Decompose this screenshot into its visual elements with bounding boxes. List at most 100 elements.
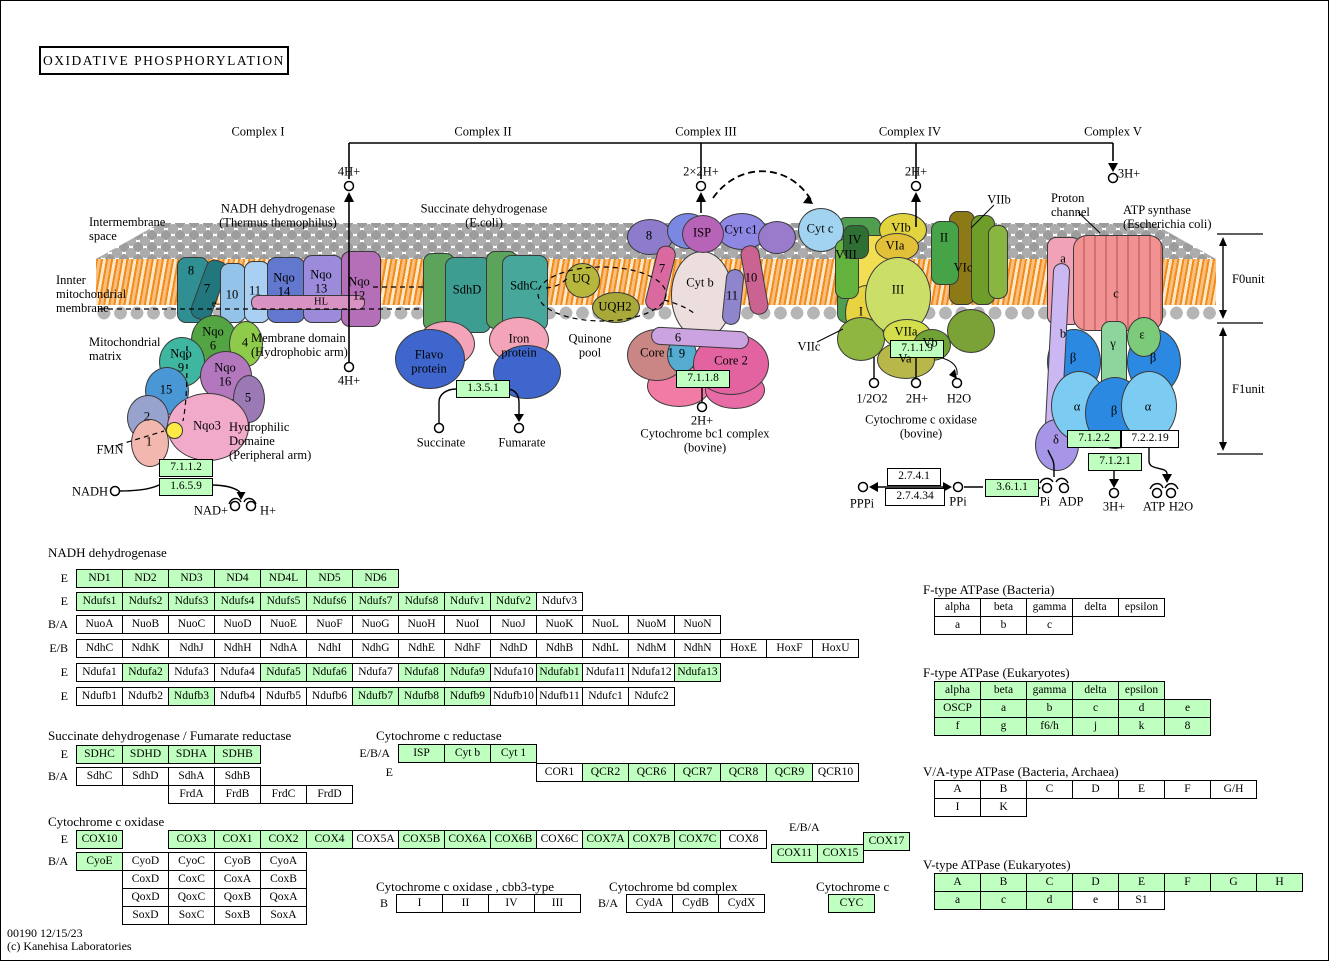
gene-k[interactable]: k [1118, 717, 1165, 736]
gene-QCR9[interactable]: QCR9 [766, 763, 813, 782]
gene-FrdD[interactable]: FrdD [306, 785, 353, 804]
gene-Ndufa5[interactable]: Ndufa5 [260, 663, 307, 682]
ec-1.6.5.9[interactable]: 1.6.5.9 [159, 478, 213, 496]
gene-Ndufb2[interactable]: Ndufb2 [122, 687, 169, 706]
gene-delta[interactable]: delta [1072, 681, 1119, 700]
gene-Ndufa13[interactable]: Ndufa13 [674, 663, 721, 682]
gene-Ndufb8[interactable]: Ndufb8 [398, 687, 445, 706]
gene-SoxC[interactable]: SoxC [168, 906, 215, 925]
gene-NdhH[interactable]: NdhH [214, 639, 261, 658]
gene-COX5B[interactable]: COX5B [398, 830, 445, 849]
gene-FrdB[interactable]: FrdB [214, 785, 261, 804]
gene-a[interactable]: a [934, 616, 981, 635]
gene-Ndufs2[interactable]: Ndufs2 [122, 592, 169, 611]
gene-K[interactable]: K [980, 798, 1027, 817]
gene-I[interactable]: I [934, 798, 981, 817]
gene-CoxA[interactable]: CoxA [214, 870, 261, 889]
gene-SoxD[interactable]: SoxD [122, 906, 169, 925]
gene-NdhB[interactable]: NdhB [536, 639, 583, 658]
gene-SdhB[interactable]: SdhB [214, 767, 261, 786]
gene-NdhJ[interactable]: NdhJ [168, 639, 215, 658]
gene-ND3[interactable]: ND3 [168, 569, 215, 588]
gene-COX7C[interactable]: COX7C [674, 830, 721, 849]
gene-Ndufa9[interactable]: Ndufa9 [444, 663, 491, 682]
gene-QoxB[interactable]: QoxB [214, 888, 261, 907]
c4-subunit-via[interactable] [875, 233, 919, 261]
gene-CYC[interactable]: CYC [828, 894, 875, 913]
gene-NuoF[interactable]: NuoF [306, 615, 353, 634]
gene-Ndufa10[interactable]: Ndufa10 [490, 663, 537, 682]
gene-G[interactable]: G [1210, 873, 1257, 892]
c2-flavo-protein-left[interactable] [395, 329, 465, 389]
gene-delta[interactable]: delta [1072, 598, 1119, 617]
gene-8[interactable]: 8 [1164, 717, 1211, 736]
uq-node[interactable] [565, 263, 600, 298]
gene-c[interactable]: c [1072, 699, 1119, 718]
gene-B[interactable]: B [980, 780, 1027, 799]
gene-COR1[interactable]: COR1 [536, 763, 583, 782]
gene-NuoJ[interactable]: NuoJ [490, 615, 537, 634]
gene-HoxF[interactable]: HoxF [766, 639, 813, 658]
gene-NuoK[interactable]: NuoK [536, 615, 583, 634]
gene-Cyt 1[interactable]: Cyt 1 [490, 744, 537, 763]
gene-Ndufv2[interactable]: Ndufv2 [490, 592, 537, 611]
gene-CyoC[interactable]: CyoC [168, 852, 215, 871]
gene-f[interactable]: f [934, 717, 981, 736]
gene-CyoD[interactable]: CyoD [122, 852, 169, 871]
gene-e[interactable]: e [1072, 891, 1119, 910]
gene-F[interactable]: F [1164, 873, 1211, 892]
gene-CydB[interactable]: CydB [672, 894, 719, 913]
gene-CoxD[interactable]: CoxD [122, 870, 169, 889]
gene-Ndufb9[interactable]: Ndufb9 [444, 687, 491, 706]
c4-subunit-iv[interactable] [843, 225, 869, 259]
gene-NuoD[interactable]: NuoD [214, 615, 261, 634]
c4-rod-right2[interactable] [988, 225, 1008, 299]
gene-COX2[interactable]: COX2 [260, 830, 307, 849]
gene-alpha[interactable]: alpha [934, 598, 981, 617]
gene-Ndufa2[interactable]: Ndufa2 [122, 663, 169, 682]
gene-NdhA[interactable]: NdhA [260, 639, 307, 658]
gene-COX7A[interactable]: COX7A [582, 830, 629, 849]
c5-subunit-alpha-right[interactable] [1121, 371, 1177, 441]
gene-Ndufc2[interactable]: Ndufc2 [628, 687, 675, 706]
gene-Ndufs1[interactable]: Ndufs1 [76, 592, 123, 611]
gene-d[interactable]: d [1118, 699, 1165, 718]
c1-subunit-nqo12[interactable] [341, 251, 381, 327]
gene-NdhN[interactable]: NdhN [674, 639, 721, 658]
gene-FrdC[interactable]: FrdC [260, 785, 307, 804]
gene-SdhC[interactable]: SdhC [76, 767, 123, 786]
gene-Ndufb11[interactable]: Ndufb11 [536, 687, 583, 706]
gene-E[interactable]: E [1118, 873, 1165, 892]
gene-d[interactable]: d [1026, 891, 1073, 910]
gene-HoxU[interactable]: HoxU [812, 639, 859, 658]
gene-COX15[interactable]: COX15 [817, 844, 864, 863]
gene-COX3[interactable]: COX3 [168, 830, 215, 849]
gene-Ndufb6[interactable]: Ndufb6 [306, 687, 353, 706]
gene-S1[interactable]: S1 [1118, 891, 1165, 910]
gene-ND1[interactable]: ND1 [76, 569, 123, 588]
gene-SdhA[interactable]: SdhA [168, 767, 215, 786]
gene-SoxB[interactable]: SoxB [214, 906, 261, 925]
c5-subunit-epsilon[interactable] [1127, 317, 1161, 357]
ec-7.1.2.1[interactable]: 7.1.2.1 [1088, 453, 1142, 471]
gene-QCR10[interactable]: QCR10 [812, 763, 859, 782]
gene-NdhG[interactable]: NdhG [352, 639, 399, 658]
gene-NuoH[interactable]: NuoH [398, 615, 445, 634]
gene-a[interactable]: a [980, 699, 1027, 718]
gene-Ndufs3[interactable]: Ndufs3 [168, 592, 215, 611]
gene-NdhD[interactable]: NdhD [490, 639, 537, 658]
gene-Ndufa12[interactable]: Ndufa12 [628, 663, 675, 682]
gene-NuoB[interactable]: NuoB [122, 615, 169, 634]
gene-Ndufb10[interactable]: Ndufb10 [490, 687, 537, 706]
gene-NdhI[interactable]: NdhI [306, 639, 353, 658]
gene-NdhF[interactable]: NdhF [444, 639, 491, 658]
gene-SDHB[interactable]: SDHB [214, 745, 261, 764]
gene-SdhD[interactable]: SdhD [122, 767, 169, 786]
c4-green-bottom-right[interactable] [947, 309, 995, 353]
gene-CoxC[interactable]: CoxC [168, 870, 215, 889]
gene-NuoG[interactable]: NuoG [352, 615, 399, 634]
gene-NuoE[interactable]: NuoE [260, 615, 307, 634]
c3-subunit-cytb[interactable] [671, 251, 733, 339]
gene-COX11[interactable]: COX11 [771, 844, 818, 863]
gene-NdhM[interactable]: NdhM [628, 639, 675, 658]
